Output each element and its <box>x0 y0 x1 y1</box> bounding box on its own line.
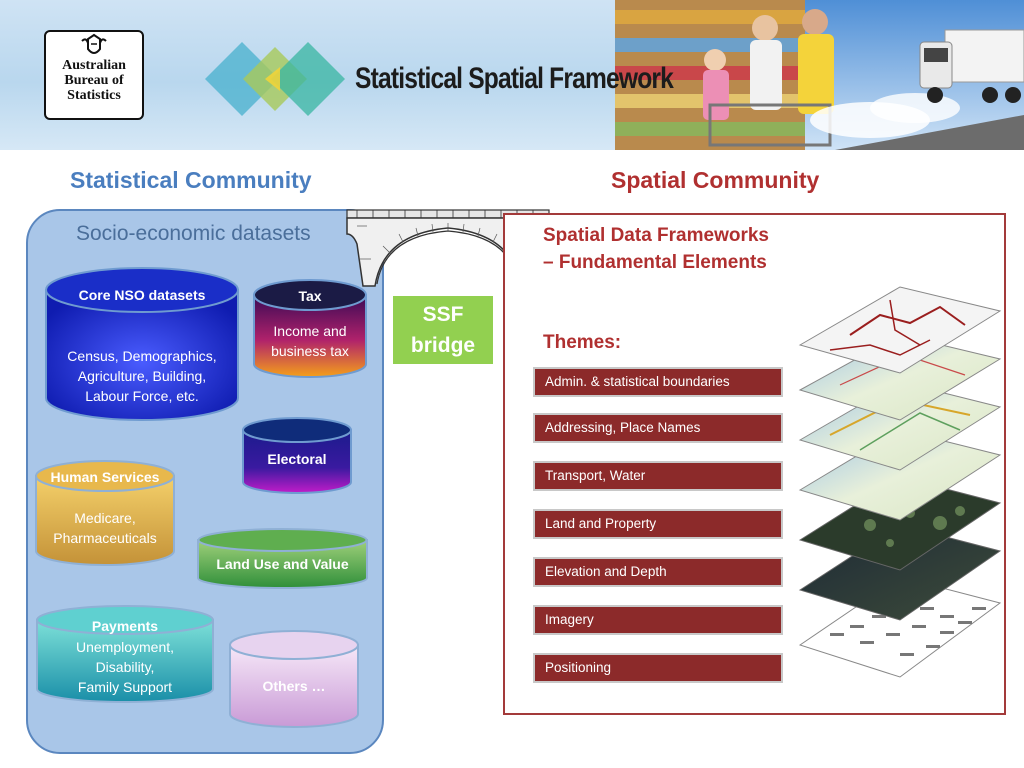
human-services-cylinder: Human Services Medicare, Pharmaceuticals <box>35 459 175 567</box>
cylinder-shape <box>36 605 214 703</box>
others-cylinder: Others … <box>229 630 359 728</box>
electoral-title: Electoral <box>267 451 327 467</box>
payments-line-2: Disability, <box>95 659 155 675</box>
land-use-title: Land Use and Value <box>216 556 349 572</box>
tax-line-2: business tax <box>271 343 349 359</box>
payments-line-1: Unemployment, <box>75 639 175 655</box>
spatial-frameworks-line-2: – Fundamental Elements <box>543 252 767 273</box>
others-title: Others … <box>262 678 326 694</box>
page-title: Statistical Spatial Framework <box>355 62 674 95</box>
socio-economic-title: Socio-economic datasets <box>76 222 311 245</box>
core-nso-title: Core NSO datasets <box>78 287 206 303</box>
cylinder-shape <box>253 279 367 378</box>
logo-line-1: Australian <box>62 58 126 73</box>
cylinder-shape <box>35 460 175 566</box>
spatial-frameworks-title: Spatial Data Frameworks – Fundamental El… <box>543 222 769 276</box>
theme-land-property: Land and Property <box>533 509 783 539</box>
spatial-frameworks-line-1: Spatial Data Frameworks <box>543 225 769 246</box>
core-nso-line-2: Agriculture, Building, <box>77 368 207 384</box>
shopping-truck-photo <box>615 0 1024 150</box>
cylinder-shape <box>229 630 359 728</box>
cylinder-shape <box>197 528 368 590</box>
core-nso-cylinder: Core NSO datasets Census, Demographics, … <box>45 266 239 422</box>
themes-label: Themes: <box>543 332 622 353</box>
human-services-title: Human Services <box>50 469 160 485</box>
theme-addressing: Addressing, Place Names <box>533 413 783 443</box>
spatial-community-heading: Spatial Community <box>611 167 820 193</box>
cylinder-shape <box>45 267 239 421</box>
logo-line-3: Statistics <box>67 88 121 103</box>
human-services-line-2: Pharmaceuticals <box>53 530 157 546</box>
bridge-label: bridge <box>410 334 476 357</box>
ssf-label: SSF <box>422 303 464 326</box>
map-layers-illustration <box>798 286 1002 678</box>
payments-title: Payments <box>91 618 159 634</box>
coat-of-arms-icon <box>81 33 107 54</box>
ssf-bridge-box: SSF bridge <box>393 296 493 364</box>
cylinder-shape <box>242 417 352 494</box>
land-use-cylinder: Land Use and Value <box>197 528 368 590</box>
theme-admin-boundaries: Admin. & statistical boundaries <box>533 367 783 397</box>
theme-transport-water: Transport, Water <box>533 461 783 491</box>
theme-imagery: Imagery <box>533 605 783 635</box>
core-nso-line-1: Census, Demographics, <box>67 348 217 364</box>
payments-line-3: Family Support <box>77 679 173 695</box>
abs-logo: Australian Bureau of Statistics <box>44 30 144 120</box>
header-banner <box>0 0 1024 150</box>
electoral-cylinder: Electoral <box>242 416 352 494</box>
tax-title: Tax <box>298 288 322 304</box>
theme-elevation-depth: Elevation and Depth <box>533 557 783 587</box>
tax-line-1: Income and <box>273 323 347 339</box>
human-services-line-1: Medicare, <box>74 510 136 526</box>
statistical-community-heading: Statistical Community <box>70 167 312 193</box>
theme-positioning: Positioning <box>533 653 783 683</box>
payments-cylinder: Payments Unemployment, Disability, Famil… <box>36 605 214 703</box>
core-nso-line-3: Labour Force, etc. <box>85 388 199 404</box>
logo-line-2: Bureau of <box>64 73 124 88</box>
tax-cylinder: Tax Income and business tax <box>253 278 367 378</box>
ssf-logo-icon <box>205 42 345 116</box>
